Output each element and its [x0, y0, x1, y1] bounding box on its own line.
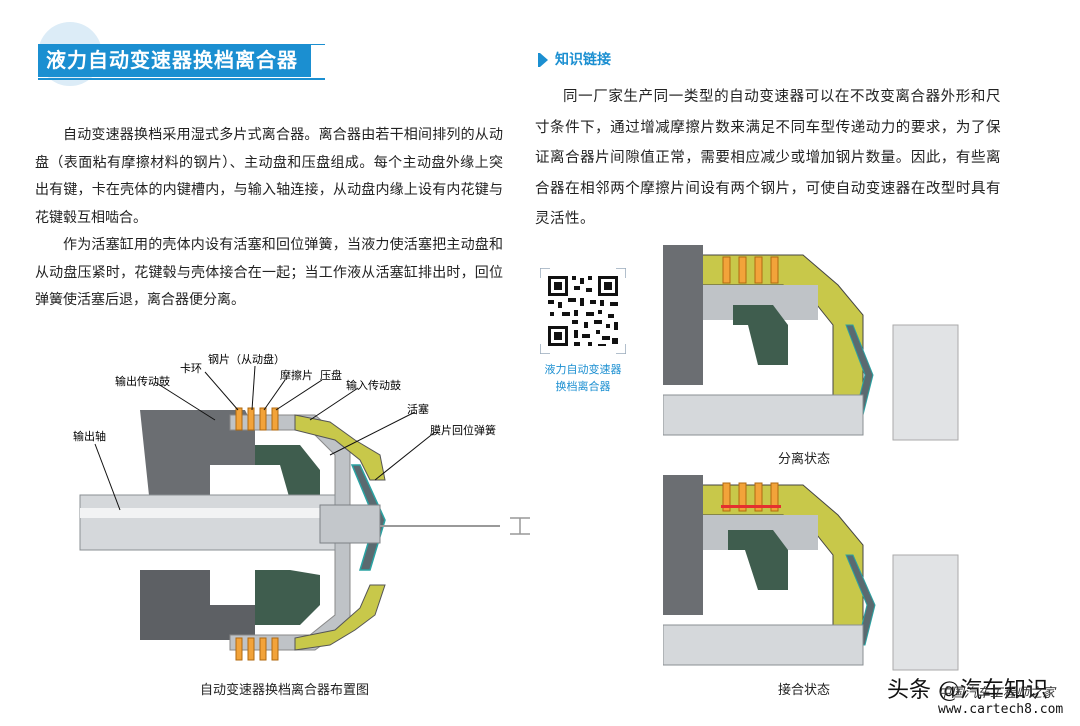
input-shaft-shape: [319, 504, 381, 544]
qr-caption: 液力自动变速器 换档离合器: [535, 361, 631, 395]
sep-right-hub-shape: [892, 324, 959, 441]
left-body-text: 自动变速器换档采用湿式多片式离合器。离合器由若干相间排列的从动盘（表面粘有摩擦材…: [35, 122, 503, 315]
label-output-drum: 输出传动鼓: [115, 374, 170, 388]
separated-state-diagram: [663, 245, 963, 445]
label-diaphragm-spring: 膜片回位弹簧: [430, 423, 496, 437]
output-shaft-shape: [79, 494, 336, 551]
watermark-url: www.cartech8.com: [938, 702, 1064, 717]
shaft-end-mark: [510, 517, 530, 535]
label-steel-plate: 钢片（从动盘）: [208, 352, 285, 366]
left-paragraph-2: 作为活塞缸用的壳体内设有活塞和回位弹簧，当液力使活塞把主动盘和从动盘压紧时，花键…: [35, 237, 503, 308]
label-pressure-plate: 压盘: [320, 368, 342, 382]
eng-right-hub-shape: [892, 554, 959, 671]
label-input-drum: 输入传动鼓: [346, 378, 401, 392]
caption-separated: 分离状态: [778, 452, 831, 467]
eng-piston-shape: [728, 530, 788, 590]
watermark-brand: 头条 @汽车知识: [887, 678, 1048, 703]
eng-contact-highlight: [721, 505, 781, 508]
output-drum-lower-shape: [140, 570, 255, 640]
piston-shape: [255, 445, 320, 500]
piston-lower-shape: [255, 570, 320, 625]
left-paragraph-1: 自动变速器换档采用湿式多片式离合器。离合器由若干相间排列的从动盘（表面粘有摩擦材…: [35, 127, 503, 226]
page-title: 液力自动变速器换档离合器: [38, 44, 311, 77]
knowledge-link-title: 知识链接: [555, 52, 611, 68]
knowledge-link-arrow-icon: [540, 53, 548, 67]
qr-code[interactable]: [540, 268, 626, 354]
input-drum-lower-shape: [294, 584, 386, 651]
label-output-shaft: 输出轴: [73, 429, 106, 443]
qr-caption-line-1: 液力自动变速器: [544, 363, 622, 376]
caption-engaged: 接合状态: [778, 683, 831, 698]
qr-pattern-icon: [548, 276, 618, 346]
eng-shaft-shape: [663, 624, 864, 666]
sep-shaft-shape: [663, 394, 864, 436]
label-snap-ring: 卡环: [180, 362, 202, 375]
eng-outer-drum-shape: [663, 475, 703, 615]
caption-main-diagram: 自动变速器换档离合器布置图: [200, 683, 370, 698]
knowledge-link-paragraph: 同一厂家生产同一类型的自动变速器可以在不改变离合器外形和尺寸条件下，通过增减摩擦…: [535, 89, 1001, 227]
clutch-layout-diagram: 输出传动鼓 卡环 钢片（从动盘） 摩擦片 压盘 输入传动鼓 活塞 输出轴 膜片回…: [73, 352, 530, 661]
label-friction-plate: 摩擦片: [280, 368, 313, 382]
diaphragm-spring-shape: [350, 464, 386, 571]
output-shaft-highlight: [80, 508, 335, 518]
sep-piston-shape: [733, 305, 788, 365]
qr-caption-line-2: 换档离合器: [555, 380, 611, 393]
watermark-sub: 中国汽车工程师之家: [938, 686, 1056, 701]
knowledge-link-bar: [538, 53, 540, 67]
sep-outer-drum-shape: [663, 245, 703, 385]
knowledge-link-body: 同一厂家生产同一类型的自动变速器可以在不改变离合器外形和尺寸条件下，通过增减摩擦…: [535, 82, 1001, 235]
engaged-state-diagram: [663, 475, 963, 675]
label-piston: 活塞: [407, 402, 429, 416]
title-underline: [38, 78, 325, 80]
input-drum-shape: [294, 414, 386, 481]
output-drum-shape: [140, 410, 255, 505]
title-rule-top: [303, 44, 325, 45]
